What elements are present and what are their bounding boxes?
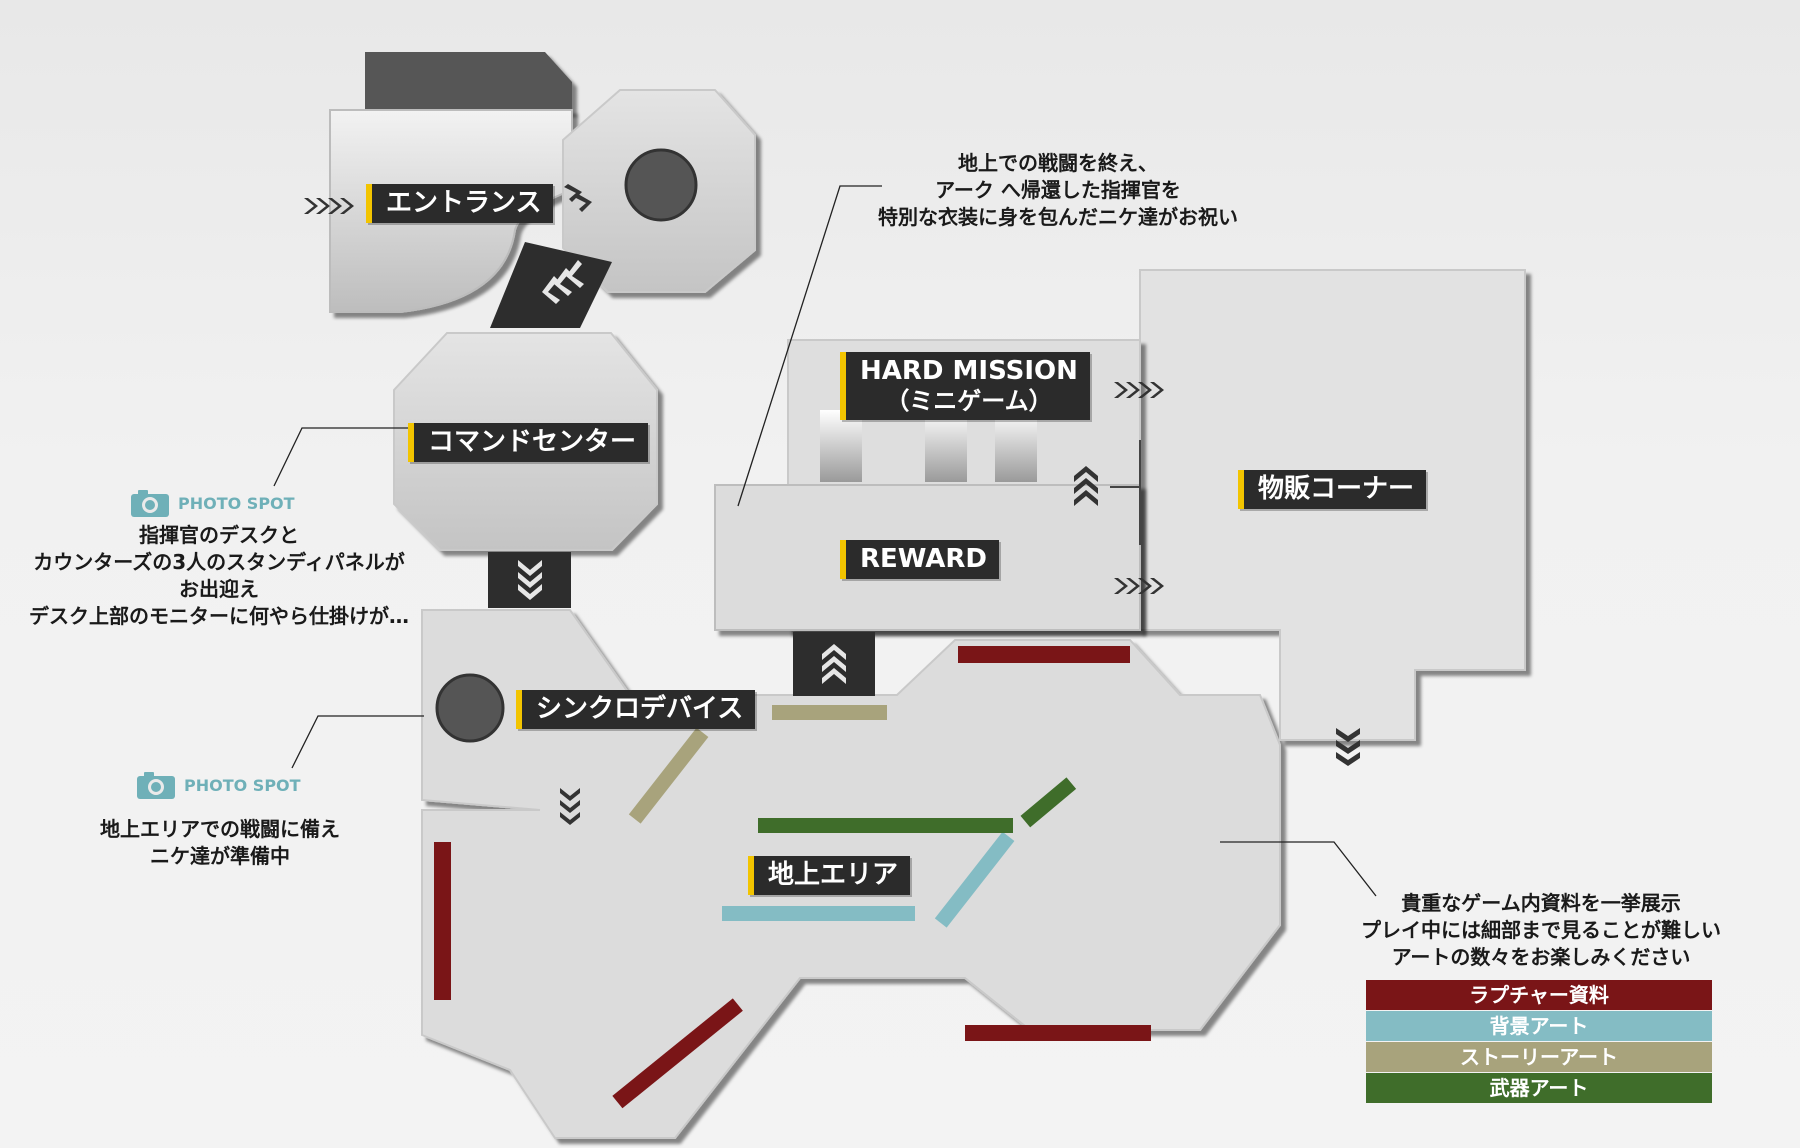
display-disc-synchro xyxy=(435,673,505,743)
note-line: 特別な衣装に身を包んだニケ達がお祝い xyxy=(878,205,1238,229)
note-line: アートの数々をお楽しみください xyxy=(1391,945,1691,969)
note-line: 貴重なゲーム内資料を一挙展示 xyxy=(1401,891,1681,915)
legend-rapture: ラプチャー資料 xyxy=(1366,980,1712,1010)
exhibit-rapture xyxy=(958,646,1130,663)
display-disc-top xyxy=(624,148,698,222)
arrows-entrance xyxy=(304,198,354,214)
zone-label-command-center[interactable]: コマンドセンター xyxy=(408,423,649,463)
exhibit-rapture xyxy=(965,1025,1151,1041)
legend-background-art: 背景アート xyxy=(1366,1011,1712,1041)
exhibit-background-art xyxy=(934,831,1015,928)
pillar xyxy=(925,410,967,482)
exhibit-rapture xyxy=(434,842,451,1000)
exhibit-weapon-art xyxy=(758,818,1013,833)
note-line: 指揮官のデスクと xyxy=(139,523,299,547)
note-line: プレイ中には細部まで見ることが難しい xyxy=(1361,918,1721,942)
legend: ラプチャー資料 背景アート ストーリーアート 武器アート xyxy=(1366,980,1712,1104)
corridor-command-synchro xyxy=(488,552,571,608)
exhibit-background-art xyxy=(722,906,915,921)
leader-line xyxy=(1220,841,1377,897)
arrows-to-octagon xyxy=(564,184,592,212)
photo-spot-synchro[interactable]: PHOTO SPOT xyxy=(136,770,301,800)
note-line: ニケ達が準備中 xyxy=(150,844,290,868)
zone-label-reward[interactable]: REWARD xyxy=(840,540,1000,580)
leader-line xyxy=(291,715,424,769)
arrows-to-merch-top xyxy=(1114,382,1164,398)
arrows-down-left xyxy=(542,260,584,304)
entrance-roof xyxy=(365,52,572,112)
note-synchro: 地上エリアでの戦闘に備え ニケ達が準備中 xyxy=(80,816,360,870)
note-line: カウンターズの3人のスタンディパネルが xyxy=(33,550,405,574)
hard-mission-subtitle: （ミニゲーム） xyxy=(885,387,1053,416)
exhibit-story-art xyxy=(772,705,887,720)
hard-mission-title: HARD MISSION xyxy=(860,356,1078,386)
camera-icon xyxy=(131,490,169,517)
pillar xyxy=(995,410,1037,482)
zone-label-ground-area[interactable]: 地上エリア xyxy=(748,856,911,896)
arrows-merch-down xyxy=(1336,728,1360,766)
arrows-command-down xyxy=(518,560,542,600)
note-line: 地上エリアでの戦闘に備え xyxy=(100,817,340,841)
zone-label-merch-corner[interactable]: 物販コーナー xyxy=(1238,470,1427,510)
pillar xyxy=(820,410,862,482)
legend-story-art: ストーリーアート xyxy=(1366,1042,1712,1072)
zone-label-entrance[interactable]: エントランス xyxy=(366,184,554,224)
arrows-reward-up xyxy=(822,644,846,684)
note-materials: 貴重なゲーム内資料を一挙展示 プレイ中には細部まで見ることが難しい アートの数々… xyxy=(1346,890,1736,971)
exhibit-weapon-art xyxy=(1020,777,1077,828)
note-command-center: 指揮官のデスクと カウンターズの3人のスタンディパネルが お出迎え デスク上部の… xyxy=(24,522,414,630)
note-line: お出迎え xyxy=(179,577,259,601)
note-line: アーク へ帰還した指揮官を xyxy=(935,178,1181,202)
corridor-reward-ground xyxy=(793,632,875,696)
photo-spot-label: PHOTO SPOT xyxy=(178,493,295,513)
note-top: 地上での戦闘を終え、 アーク へ帰還した指揮官を 特別な衣装に身を包んだニケ達が… xyxy=(878,150,1238,231)
arrows-to-merch-bottom xyxy=(1114,578,1164,594)
note-line: 地上での戦闘を終え、 xyxy=(958,151,1158,175)
legend-weapon-art: 武器アート xyxy=(1366,1073,1712,1103)
exhibit-rapture xyxy=(612,998,743,1109)
exhibit-story-art xyxy=(628,727,709,824)
leader-line xyxy=(737,185,882,507)
zone-label-hard-mission[interactable]: HARD MISSION （ミニゲーム） xyxy=(840,352,1090,420)
note-line: デスク上部のモニターに何やら仕掛けが… xyxy=(29,604,409,628)
arrows-synchro-down xyxy=(560,788,580,825)
arrows-up-center xyxy=(1074,466,1098,506)
photo-spot-label: PHOTO SPOT xyxy=(184,775,301,795)
photo-spot-command[interactable]: PHOTO SPOT xyxy=(130,488,295,518)
camera-icon xyxy=(137,772,175,799)
leader-line xyxy=(273,427,410,487)
zone-label-synchro-device[interactable]: シンクロデバイス xyxy=(516,690,756,730)
